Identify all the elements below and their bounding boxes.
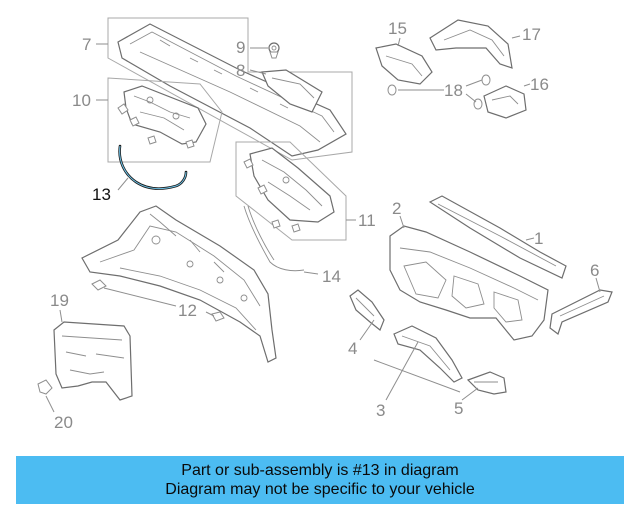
part-14-cable: 14 [243,205,341,286]
callout-2[interactable]: 2 [392,199,401,218]
callout-12[interactable]: 12 [178,301,197,320]
callout-7[interactable]: 7 [82,35,91,54]
callout-8[interactable]: 8 [236,61,245,80]
callout-6[interactable]: 6 [590,261,599,280]
part-13-highlighted[interactable]: 13 [92,144,188,204]
callout-11[interactable]: 11 [358,211,376,230]
top-right-brackets: 15 17 16 18 [375,19,549,119]
banner-line-1: Part or sub-assembly is #13 in diagram [181,462,459,479]
callout-9[interactable]: 9 [236,38,245,57]
callout-3[interactable]: 3 [376,401,385,420]
info-banner: Part or sub-assembly is #13 in diagram D… [16,456,624,504]
callout-16[interactable]: 16 [530,75,549,94]
callout-1[interactable]: 1 [534,229,543,248]
callout-14[interactable]: 14 [322,267,341,286]
lower-brackets: 4 3 5 [348,289,507,420]
insulator-19: 19 20 [37,291,133,432]
dash-panel-12: 12 [81,205,277,363]
cowl-panel-1: 1 [428,195,567,279]
callout-13[interactable]: 13 [92,185,111,204]
callout-20[interactable]: 20 [54,413,73,432]
callout-15[interactable]: 15 [388,19,407,38]
panel-10-group: 10 [72,77,223,163]
callout-19[interactable]: 19 [50,291,69,310]
callout-4[interactable]: 4 [348,339,357,358]
cowl-top-group: 7 9 8 [82,17,353,161]
callout-5[interactable]: 5 [454,399,463,418]
callout-10[interactable]: 10 [72,91,91,110]
callout-17[interactable]: 17 [522,25,541,44]
bracket-6: 6 [549,261,613,335]
dash-assembly-2: 2 [389,199,549,341]
callout-18[interactable]: 18 [444,81,463,100]
panel-11-group: 11 [235,141,376,241]
parts-diagram: 7 9 8 10 13 11 [37,17,613,432]
banner-line-2: Diagram may not be specific to your vehi… [165,481,475,498]
